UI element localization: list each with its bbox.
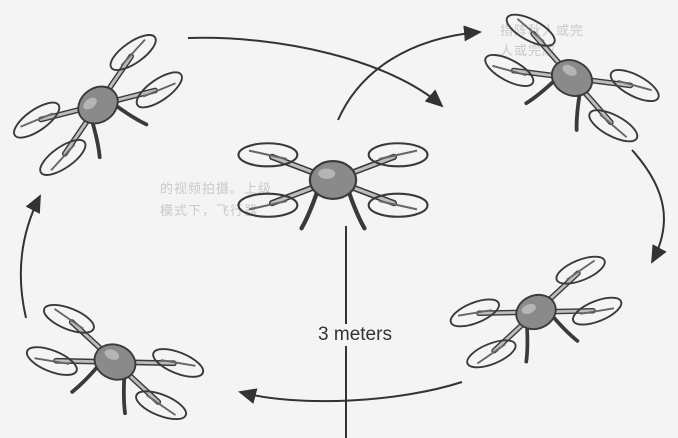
drone-top-right-icon: [476, 9, 663, 157]
drone-bottom-right-icon: [447, 251, 628, 382]
drone-bottom-left-icon: [19, 299, 206, 434]
arrow-right-descending: [632, 150, 664, 262]
drone-center-icon: [239, 143, 428, 228]
arrow-top-left-to-center: [188, 38, 442, 106]
arrow-left-ascending: [21, 196, 40, 318]
arrow-center-to-top-right: [338, 32, 480, 120]
arrow-bottom-right-to-left: [240, 382, 462, 401]
radius-label: 3 meters: [300, 324, 410, 346]
drone-top-left-icon: [9, 29, 193, 190]
